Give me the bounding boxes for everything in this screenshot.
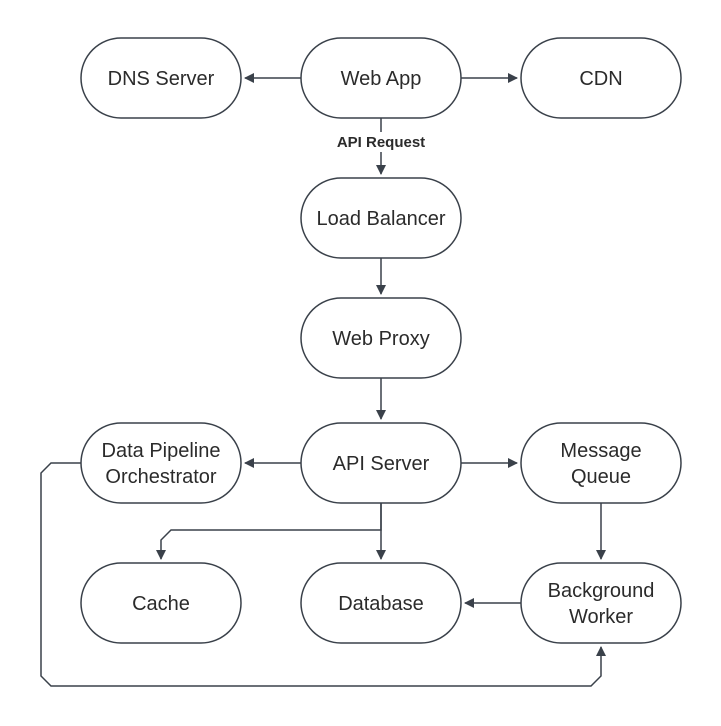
node-label: Web App: [341, 68, 422, 90]
node-label: Message: [560, 440, 641, 462]
node-shape: [80, 422, 242, 504]
node-api[interactable]: API Server: [300, 422, 462, 504]
node-label: Worker: [569, 606, 633, 628]
node-label: API Server: [333, 453, 430, 475]
node-label: Cache: [132, 593, 190, 615]
edges-layer: [40, 73, 606, 687]
node-shape: [300, 177, 462, 259]
node-cache[interactable]: Cache: [80, 562, 242, 644]
node-shape: [520, 37, 682, 119]
node-label: Orchestrator: [105, 466, 216, 488]
node-db[interactable]: Database: [300, 562, 462, 644]
node-shape: [80, 562, 242, 644]
node-label: Load Balancer: [317, 208, 446, 230]
node-shape: [300, 422, 462, 504]
edge-labels-layer: API Request: [329, 132, 433, 152]
node-label: Background: [548, 580, 655, 602]
node-shape: [520, 562, 682, 644]
node-shape: [300, 297, 462, 379]
node-label: Data Pipeline: [102, 440, 221, 462]
node-label: CDN: [579, 68, 622, 90]
node-webapp[interactable]: Web App: [300, 37, 462, 119]
edge-pipeline-worker: [40, 462, 606, 687]
node-shape: [300, 562, 462, 644]
edge-label-webapp-lb: API Request: [337, 134, 425, 151]
node-proxy[interactable]: Web Proxy: [300, 297, 462, 379]
node-shape: [300, 37, 462, 119]
node-lb[interactable]: Load Balancer: [300, 177, 462, 259]
node-label: DNS Server: [108, 68, 215, 90]
node-label: Database: [338, 593, 424, 615]
edge-label-background: [329, 132, 433, 152]
node-shape: [520, 422, 682, 504]
edge-api-cache: [156, 503, 382, 560]
node-dns[interactable]: DNS Server: [80, 37, 242, 119]
node-shape: [80, 37, 242, 119]
node-label: Queue: [571, 466, 631, 488]
node-label: Web Proxy: [332, 328, 429, 350]
node-cdn[interactable]: CDN: [520, 37, 682, 119]
